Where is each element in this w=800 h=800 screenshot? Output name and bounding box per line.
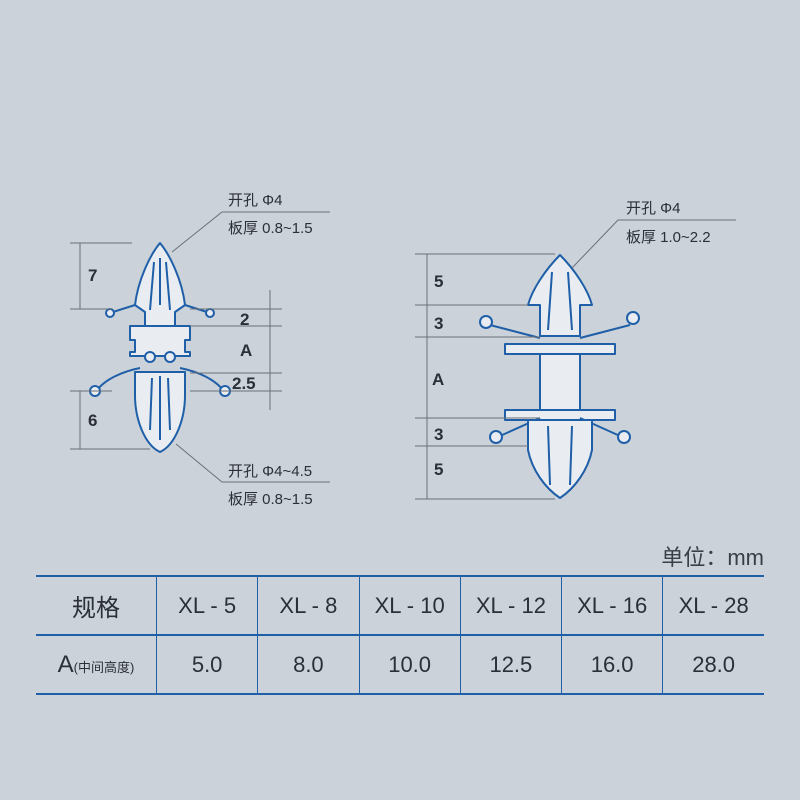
row-label-model: 规格 bbox=[36, 575, 157, 636]
table-cell: 16.0 bbox=[560, 634, 663, 695]
right-dimension-lines bbox=[415, 219, 736, 500]
left-top-note-line1: 开孔 Φ4 bbox=[228, 192, 282, 209]
left-dimension-lines bbox=[70, 211, 330, 483]
right-dim-upper: 3 bbox=[434, 314, 443, 333]
table-cell: 28.0 bbox=[662, 634, 764, 695]
right-dim-bottom: 5 bbox=[434, 460, 443, 479]
table-cell: XL - 10 bbox=[358, 575, 461, 636]
table-cell: 5.0 bbox=[155, 634, 258, 695]
table-cell: XL - 12 bbox=[459, 575, 562, 636]
right-dim-top: 5 bbox=[434, 272, 443, 291]
table-cell: XL - 16 bbox=[560, 575, 663, 636]
right-spacer-part bbox=[479, 254, 640, 499]
right-top-note-line2: 板厚 1.0~2.2 bbox=[626, 228, 711, 246]
table-cell: XL - 5 bbox=[155, 575, 258, 636]
table-row-models: 规格 XL - 5 XL - 8 XL - 10 XL - 12 XL - 16… bbox=[36, 575, 764, 636]
table-cell: 10.0 bbox=[358, 634, 461, 695]
left-dim-bottom: 6 bbox=[88, 411, 97, 430]
left-top-note-line2: 板厚 0.8~1.5 bbox=[228, 219, 313, 237]
row-label-a-sub: (中间高度) bbox=[73, 659, 135, 675]
technical-drawing: 7 2 A 2.5 6 开孔 Φ4 板厚 0.8~1.5 开孔 Φ4~4.5 板… bbox=[70, 192, 736, 508]
left-dim-top: 7 bbox=[88, 266, 97, 285]
left-dim-lower: 2.5 bbox=[232, 374, 256, 393]
unit-label: 单位：mm bbox=[661, 545, 764, 570]
table-cell: 12.5 bbox=[459, 634, 562, 695]
right-dim-lower: 3 bbox=[434, 425, 443, 444]
left-spacer-part bbox=[89, 242, 231, 453]
table-cell: 8.0 bbox=[257, 634, 359, 695]
right-dimension-labels: 5 3 A 3 5 开孔 Φ4 板厚 1.0~2.2 bbox=[432, 200, 711, 479]
right-top-note-line1: 开孔 Φ4 bbox=[626, 200, 680, 217]
left-dim-upper: 2 bbox=[240, 310, 249, 329]
left-dimension-labels: 7 2 A 2.5 6 开孔 Φ4 板厚 0.8~1.5 开孔 Φ4~4.5 板… bbox=[88, 192, 313, 508]
left-bottom-note-line1: 开孔 Φ4~4.5 bbox=[228, 463, 312, 480]
table-row-heights: A(中间高度) 5.0 8.0 10.0 12.5 16.0 28.0 bbox=[36, 634, 764, 695]
row-label-a: A bbox=[57, 650, 74, 678]
left-dim-middle: A bbox=[240, 341, 252, 360]
spec-table: 规格 XL - 5 XL - 8 XL - 10 XL - 12 XL - 16… bbox=[36, 575, 764, 695]
right-dim-middle: A bbox=[432, 370, 444, 389]
row-label-height: A(中间高度) bbox=[36, 634, 157, 695]
table-cell: XL - 8 bbox=[257, 575, 359, 636]
table-cell: XL - 28 bbox=[662, 575, 764, 636]
left-bottom-note-line2: 板厚 0.8~1.5 bbox=[228, 490, 313, 508]
